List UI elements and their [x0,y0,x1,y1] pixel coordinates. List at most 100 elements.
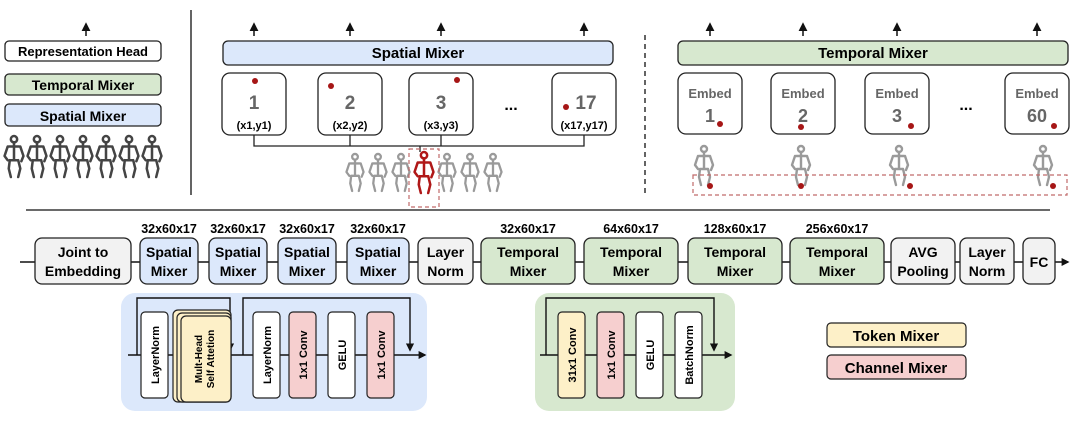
svg-text:Self Attetion: Self Attetion [206,330,217,389]
block-label-line1: Spatial [284,244,330,260]
gelu-block: GELU [635,311,664,399]
block-label-line2: Embedding [45,263,121,279]
block-label-line1: Temporal [806,244,868,260]
skeleton-figure [95,134,117,179]
temporal-mixer-detail: 31x1 Conv 1x1 Conv GELU BatchNorm [540,297,733,399]
skeleton-figure [26,134,48,179]
layernorm-block-1: LayerNorm [140,311,169,399]
skeleton-figure [345,152,365,193]
frame-embed-2: Embed 2 [770,72,836,135]
joint-number: 2 [345,93,356,114]
svg-text:GELU: GELU [645,340,657,371]
spatial-mixer-bar [222,40,614,66]
joint-coord: (x3,y3) [424,120,459,132]
joint-coord: (x1,y1) [237,120,272,132]
svg-text:1x1 Conv: 1x1 Conv [298,330,310,380]
block-label-line2: Mixer [717,263,754,279]
skeleton-figure [888,144,910,187]
block-label-line1: Temporal [497,244,559,260]
joint-marker [328,83,334,89]
pipeline-block-13: FC [1022,237,1056,285]
joint-marker [454,77,460,83]
spatial-mixer-detail: LayerNorm Mult-Head Self Attetion LayerN… [128,297,427,403]
svg-text:31x1 Conv: 31x1 Conv [567,327,579,383]
temporal-mixer-bar [677,40,1069,66]
block-label-line2: Mixer [289,263,326,279]
embed-label: Embed [1015,86,1058,101]
tracked-joint [798,183,804,189]
conv-1x1-block: 1x1 Conv [596,311,625,399]
block-dimension: 32x60x17 [279,222,335,236]
block-dimension: 32x60x17 [141,222,197,236]
joint-marker [252,78,258,84]
block-dimension: 64x60x17 [603,222,659,236]
block-label-line2: Mixer [613,263,650,279]
block-label-line2: Mixer [360,263,397,279]
frame-embed-3: Embed 3 [864,72,930,135]
block-label-line1: Layer [968,244,1006,260]
skeleton-figure [49,134,71,179]
block-dimension: 32x60x17 [500,222,556,236]
joint-token-17: 17 (x17,y17) [551,72,617,136]
pipeline-block-1: Joint to Embedding [34,237,132,285]
legend: Token Mixer Channel Mixer [826,322,967,380]
block-label-line1: Temporal [600,244,662,260]
block-label-line1: Spatial [355,244,401,260]
frame-embed-1: Embed 1 [677,72,743,135]
frame-embed-60: Embed 60 [1004,72,1070,135]
frame-number: 3 [892,106,902,126]
block-label-line1: Spatial [215,244,261,260]
joint-token-2: 2 (x2,y2) [317,72,383,136]
joint-marker [717,121,723,127]
frame-skeletons [693,144,1056,189]
skeleton-figure [72,134,94,179]
block-label-line1: Temporal [704,244,766,260]
spatial-mixer-panel: Spatial Mixer 1 (x1,y1) 2 (x2,y2) 3 (x3,… [221,22,617,208]
tracked-joint [907,183,913,189]
spatial-mixer-label: Spatial Mixer [40,108,127,124]
frame-ellipsis: ... [959,97,972,114]
skeleton-figure [391,152,411,193]
frame-number: 60 [1027,106,1047,126]
conv-31x1-block: 31x1 Conv [557,311,586,399]
conv-1x1-block-2: 1x1 Conv [366,311,395,399]
embed-label: Embed [875,86,918,101]
block-label-line1: Spatial [146,244,192,260]
svg-text:GELU: GELU [337,340,349,371]
block-label-line2: Mixer [510,263,547,279]
pipeline-block-11: AVG Pooling [890,237,956,285]
frame-number: 1 [705,106,715,126]
svg-text:1x1 Conv: 1x1 Conv [606,330,618,380]
overview-panel: Representation Head Temporal Mixer Spati… [3,22,163,179]
selected-frame-box [408,148,440,208]
block-dimension: 32x60x17 [350,222,406,236]
block-label-line1: Joint to [58,244,109,260]
skeleton-figure [483,152,503,193]
temporal-mixer-box [4,73,162,96]
representation-head-label: Representation Head [18,44,148,59]
block-label-line1: Layer [427,244,465,260]
skeleton-figure [437,152,457,193]
layernorm-block-2: LayerNorm [252,311,281,399]
block-label-line1: AVG [908,244,937,260]
block-dimension: 128x60x17 [704,222,767,236]
legend-channel-mixer: Channel Mixer [826,354,967,380]
block-label: FC [1030,254,1049,270]
embed-label: Embed [688,86,731,101]
joint-number: 17 [575,93,596,114]
joint-ellipsis: ... [504,97,517,114]
block-label-line2: Pooling [897,263,948,279]
frame-number: 2 [798,106,808,126]
joint-marker [563,104,569,110]
skeleton-sequence [3,134,163,179]
joint-bracket [253,135,585,152]
same-joint-box [692,174,1068,196]
joint-marker [1051,123,1057,129]
joint-token-1: 1 (x1,y1) [221,72,287,136]
svg-text:BatchNorm: BatchNorm [684,325,696,385]
skeleton-figure [141,134,163,179]
